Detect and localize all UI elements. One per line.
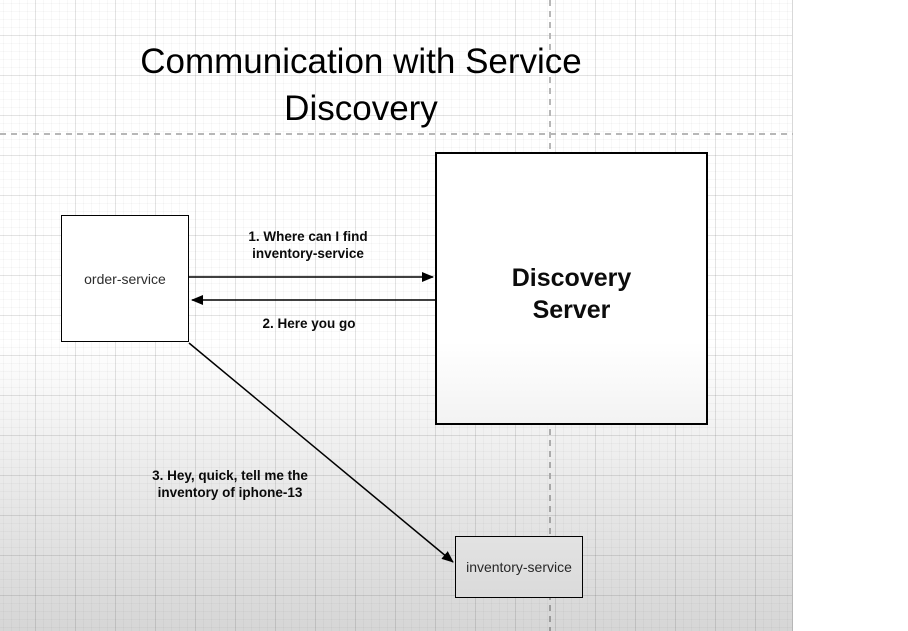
- diagram-title-line1: Communication with Service: [140, 42, 582, 81]
- outside-canvas-area: [794, 0, 908, 631]
- edge-call-arrow[interactable]: [188, 342, 454, 563]
- edge-request-label: 1. Where can I find inventory-service: [248, 229, 368, 261]
- node-inventory-service[interactable]: inventory-service: [455, 536, 583, 598]
- node-discovery-server[interactable]: Discovery Server: [435, 152, 708, 425]
- node-discovery-server-label: Discovery Server: [511, 263, 632, 324]
- diagram-title-line2: Discovery: [284, 89, 438, 128]
- node-order-service-label: order-service: [84, 270, 166, 287]
- horizontal-dashed-guide: [0, 133, 793, 135]
- node-inventory-service-label: inventory-service: [466, 559, 572, 575]
- node-order-service[interactable]: order-service: [61, 215, 189, 342]
- edge-call-label: 3. Hey, quick, tell me the inventory of …: [152, 468, 308, 500]
- edge-response-label: 2. Here you go: [262, 316, 356, 331]
- edges-layer: [188, 272, 454, 563]
- diagram-title: Communication with Service Discovery: [61, 38, 661, 132]
